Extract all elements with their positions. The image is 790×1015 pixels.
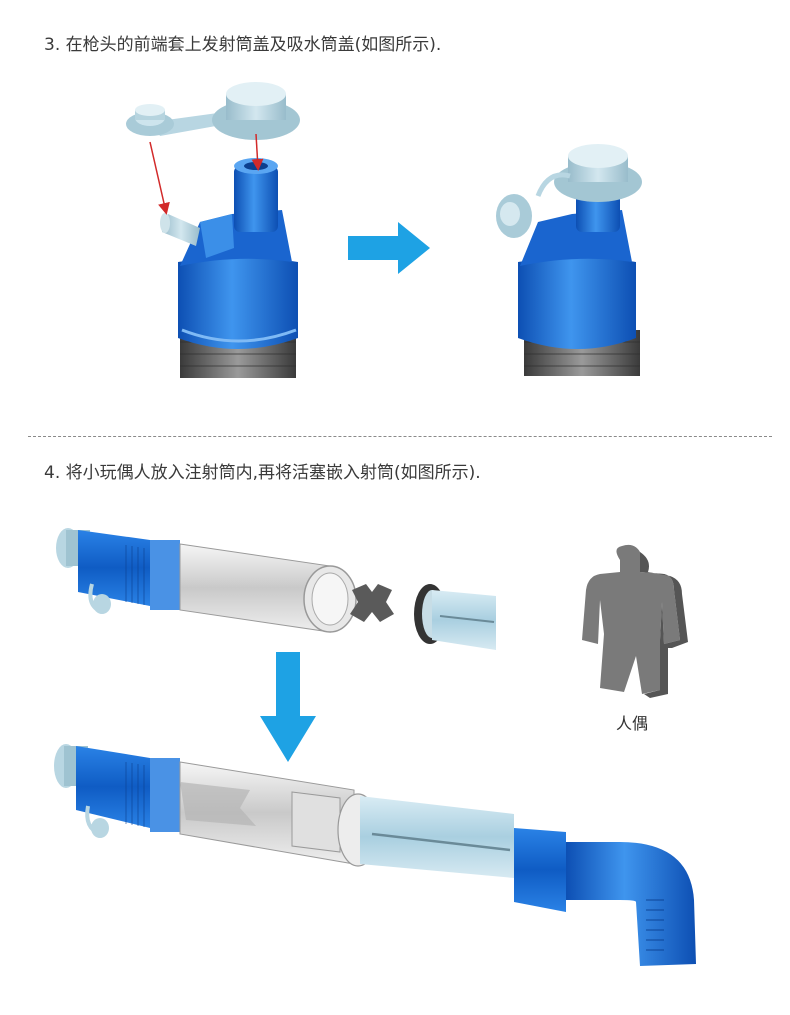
figure-label: 人偶 bbox=[616, 714, 649, 733]
dashed-divider bbox=[28, 436, 772, 437]
caps-set bbox=[126, 82, 300, 140]
nozzle-right bbox=[496, 144, 642, 376]
insert-arrow-side bbox=[149, 141, 170, 215]
insert-arrow-top bbox=[251, 133, 264, 171]
nozzle-left bbox=[160, 158, 298, 378]
down-arrow-icon bbox=[260, 652, 316, 762]
step3-title: 3. 在枪头的前端套上发射筒盖及吸水筒盖(如图所示). bbox=[44, 35, 442, 55]
plunger-top bbox=[414, 584, 496, 650]
step4-title: 4. 将小玩偶人放入注射筒内,再将活塞嵌入射筒(如图所示). bbox=[44, 463, 481, 483]
figure-icon bbox=[582, 544, 680, 694]
small-figure bbox=[350, 584, 394, 622]
gun-assembly-bottom bbox=[54, 744, 696, 966]
right-arrow-icon bbox=[348, 222, 430, 274]
gun-assembly-top bbox=[56, 528, 357, 633]
